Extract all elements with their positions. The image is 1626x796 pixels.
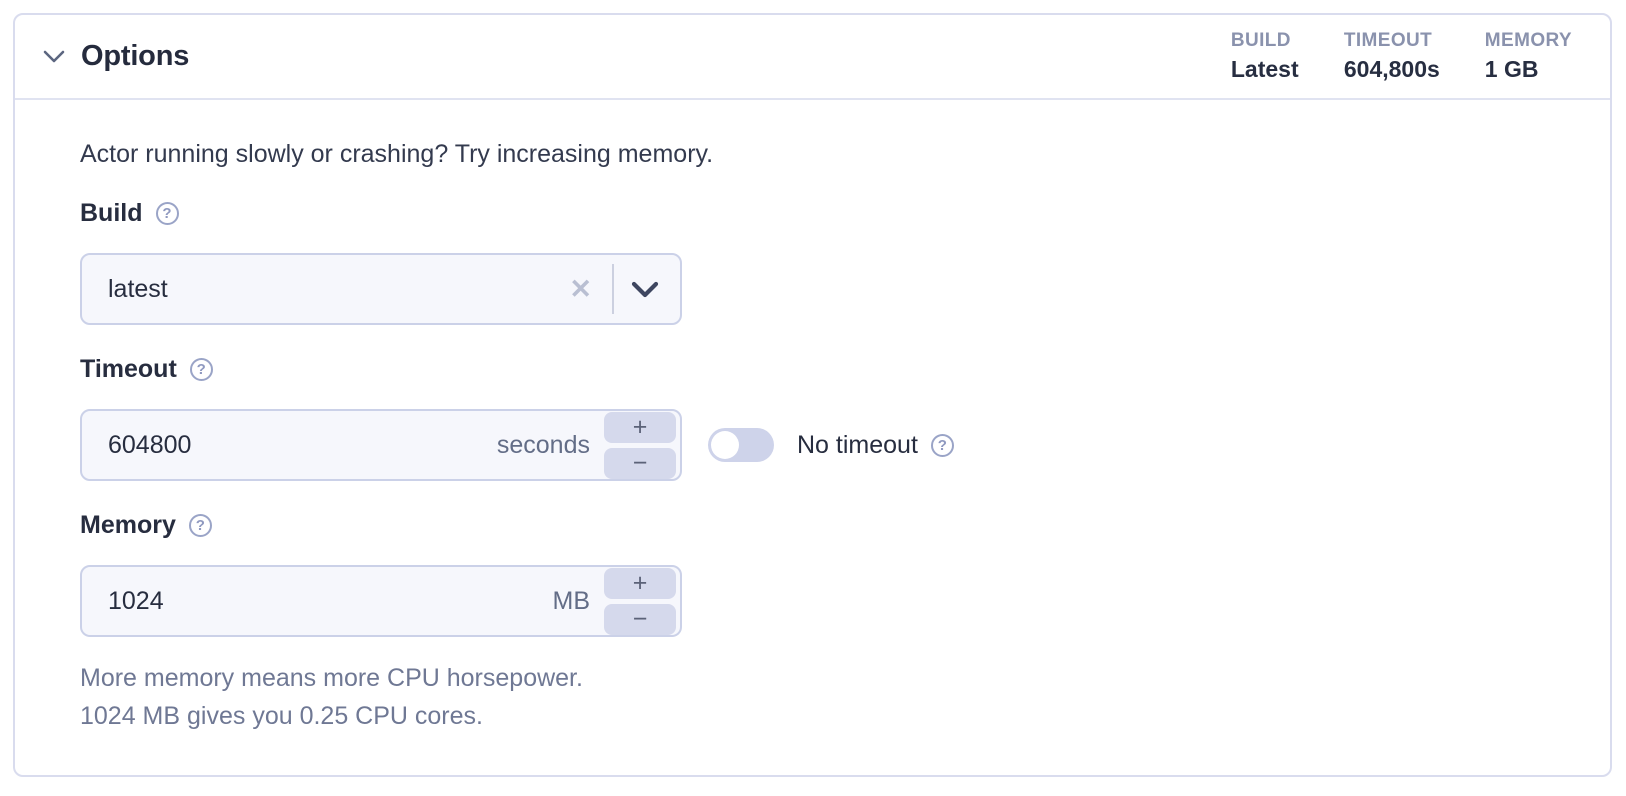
options-body: Actor running slowly or crashing? Try in… (15, 100, 1610, 735)
select-divider (612, 264, 614, 314)
timeout-field[interactable]: seconds + − (80, 409, 682, 481)
options-panel: Options BUILD Latest TIMEOUT 604,800s ME… (13, 13, 1612, 777)
timeout-label: Timeout (80, 355, 177, 383)
timeout-input[interactable] (108, 430, 497, 460)
build-dropdown-chevron-icon[interactable] (614, 255, 676, 323)
no-timeout-label: No timeout (797, 430, 918, 459)
memory-helper-line1: More memory means more CPU horsepower. (80, 664, 583, 692)
intro-text: Actor running slowly or crashing? Try in… (80, 140, 714, 168)
memory-field[interactable]: MB + − (80, 565, 682, 637)
timeout-decrement-button[interactable]: − (604, 447, 676, 479)
build-help-icon[interactable]: ? (155, 202, 179, 225)
memory-help-icon[interactable]: ? (188, 514, 212, 537)
summary-timeout-label: TIMEOUT (1343, 30, 1433, 51)
panel-title: Options (81, 40, 190, 72)
memory-unit-label: MB (552, 586, 591, 615)
summary-timeout-value: 604,800s (1343, 56, 1440, 82)
summary-build-label: BUILD (1230, 30, 1291, 51)
options-header[interactable]: Options BUILD Latest TIMEOUT 604,800s ME… (15, 15, 1610, 100)
no-timeout-toggle[interactable] (708, 428, 774, 462)
summary-build: BUILD Latest (1231, 30, 1299, 83)
memory-input[interactable] (108, 586, 553, 616)
timeout-label-row: Timeout ? (80, 355, 1570, 384)
collapse-chevron-icon[interactable] (42, 45, 66, 69)
memory-decrement-button[interactable]: − (604, 603, 676, 635)
build-clear-icon[interactable]: ✕ (569, 273, 592, 304)
timeout-row: seconds + − No timeout ? (80, 409, 1570, 481)
timeout-increment-button[interactable]: + (604, 411, 676, 443)
memory-helper-text: More memory means more CPU horsepower. 1… (80, 659, 1570, 735)
summary-memory: MEMORY 1 GB (1485, 30, 1572, 83)
summary-memory-label: MEMORY (1484, 30, 1572, 51)
build-label-row: Build ? (80, 199, 1570, 228)
toggle-knob (711, 431, 739, 459)
run-summary: BUILD Latest TIMEOUT 604,800s MEMORY 1 G… (1231, 30, 1572, 83)
build-input[interactable] (108, 274, 570, 304)
memory-label: Memory (80, 511, 176, 539)
no-timeout-help-icon[interactable]: ? (930, 433, 954, 457)
memory-increment-button[interactable]: + (604, 567, 676, 599)
build-select[interactable]: ✕ (80, 253, 682, 325)
memory-label-row: Memory ? (80, 511, 1570, 540)
summary-build-value: Latest (1230, 56, 1299, 82)
build-label: Build (80, 199, 143, 227)
memory-steppers: + − (604, 567, 676, 635)
timeout-unit-label: seconds (496, 430, 590, 459)
timeout-steppers: + − (604, 411, 676, 479)
timeout-help-icon[interactable]: ? (189, 358, 213, 381)
summary-timeout: TIMEOUT 604,800s (1344, 30, 1440, 83)
summary-memory-value: 1 GB (1484, 56, 1539, 82)
memory-helper-line2: 1024 MB gives you 0.25 CPU cores. (80, 702, 483, 730)
